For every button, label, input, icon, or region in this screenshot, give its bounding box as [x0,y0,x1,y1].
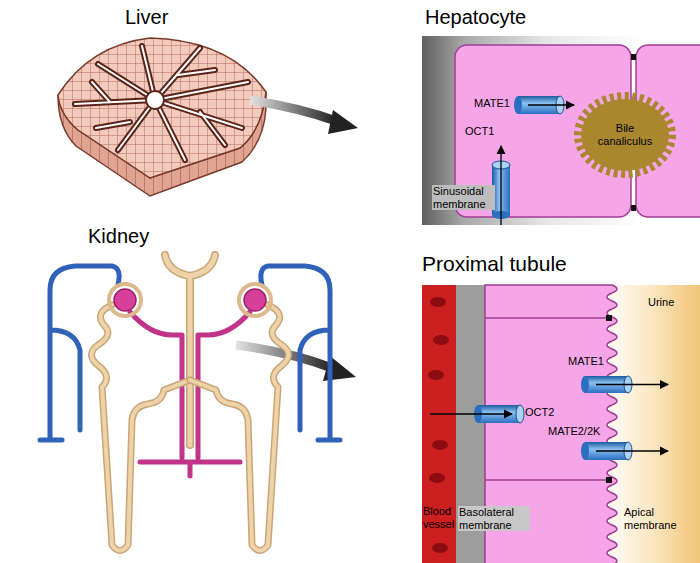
bowman-capsule [239,284,271,316]
membrane-label: Sinusoidal membrane [432,185,495,210]
glomerulus [114,289,136,311]
compartment-label: Urine [648,296,674,309]
transporter-label: MATE1 [568,355,604,368]
transporter-end [514,96,522,114]
transporter-label: OCT2 [525,406,554,419]
transport-arrow [500,146,501,225]
transporter-label: MATE2/2K [548,425,600,438]
tight-junction [606,477,612,483]
transport-arrow [596,384,668,385]
zoom-arrow [250,100,358,134]
transporter-label: OCT1 [465,125,494,138]
tubule [91,305,190,551]
red-blood-cell [432,440,448,450]
node-text: Blood vessel [423,505,456,530]
microvilli [578,96,672,174]
node-text: Hepatocyte [425,6,685,29]
zoom-arrow-head [328,110,358,134]
transport-arrow [596,450,668,451]
tubule-panel [422,285,700,563]
channel-lumen [75,46,248,160]
transporter-end [581,376,589,393]
transporter-label: MATE1 [474,97,510,110]
tight-junction [631,205,636,211]
red-blood-cell [428,370,444,380]
transport-arrow [430,413,512,414]
transport-arrow [528,104,574,105]
urine-ground [600,285,700,563]
bile-canaliculus: Bile canaliculus [575,93,675,177]
blood-vessel-band [422,285,456,563]
organ-label: Liver [125,6,168,29]
tubule [190,305,289,551]
node-text: Proximal tubule [422,252,692,276]
collecting-duct [165,255,215,445]
liver-drawing [58,38,266,196]
red-blood-cell [430,297,446,307]
transporter-end [516,405,524,423]
organ-label: Kidney [88,225,149,248]
liver-top [58,38,266,178]
cell-boundary [485,479,611,481]
red-blood-cell [429,473,445,483]
cell-boundary [485,317,611,319]
kidney-drawing [40,255,340,551]
zoom-arrow-shaft [250,100,336,121]
red-blood-cell [432,543,448,553]
liver-channels [75,46,248,160]
tight-junction [606,315,612,321]
blood-vessel: Blood vessel [422,285,456,563]
collecting-duct [165,255,215,445]
channel-outline [75,46,248,160]
hepatocyte-panel [422,36,700,225]
glomerulus [244,289,266,311]
membrane-label: Apical membrane [624,506,692,531]
tubule [91,305,190,551]
node-text: Bile canaliculus [592,122,658,147]
central-vein [146,91,164,109]
membrane-label: Basolateral membrane [458,506,530,531]
zoom-arrow [236,345,356,381]
red-blood-cell [433,335,449,345]
transporter-end [581,442,589,460]
tubule [190,305,289,551]
tight-junction [631,54,636,60]
canaliculus-lumen [581,99,669,171]
bowman-capsule [109,284,141,316]
